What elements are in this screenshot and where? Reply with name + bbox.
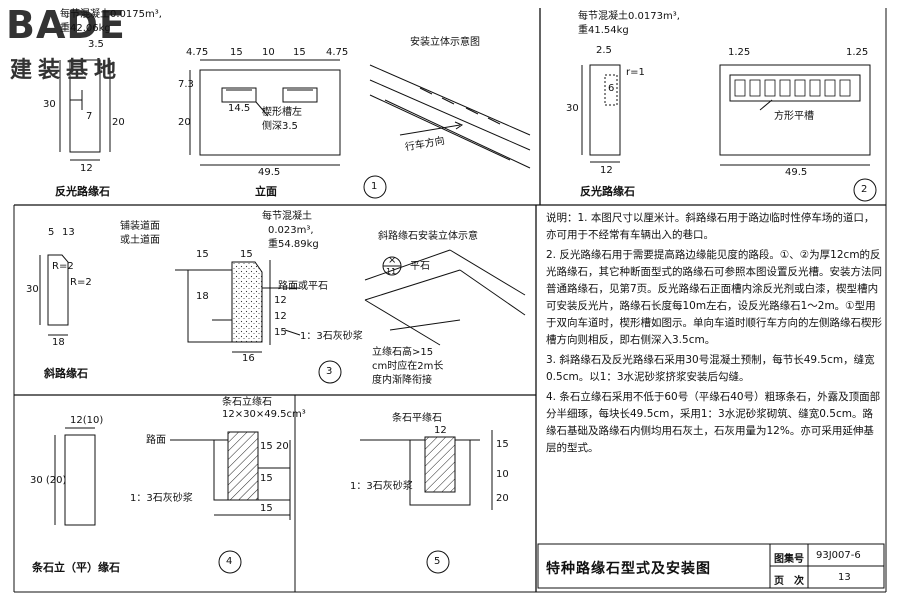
p3-dim-15c: 15 [274, 327, 287, 338]
note-item: 3. 斜路缘石及反光路缘石采用30号混凝土预制，每节长49.5cm，缝宽0.5c… [546, 354, 875, 383]
p3-weight: 重54.89kg [268, 239, 319, 250]
p3-road: 路面或平石 [278, 281, 328, 292]
p2-groove: 方形平槽 [774, 111, 814, 122]
p3-r2b: R=2 [70, 277, 92, 288]
p5-dim-20: 20 [496, 493, 509, 504]
p1-weight: 重42.06kg [60, 23, 111, 34]
p3-dim-12: 12 [274, 295, 287, 306]
p3-label: 斜路缘石 [44, 367, 88, 380]
p1-dim-15b: 15 [293, 47, 306, 58]
title-block: 特种路缘石型式及安装图 图集号 93J007-6 页 次 13 [538, 544, 884, 588]
p2-dim-1.25b: 1.25 [846, 47, 869, 58]
p3-paving2: 或土道面 [120, 235, 160, 246]
p5-stone: 条石平缘石 [392, 413, 442, 424]
p2-concrete-note: 每节混凝土0.0173m³, [578, 11, 680, 22]
p5-number: 5 [434, 556, 441, 567]
p1-label-left: 反光路缘石 [55, 185, 110, 198]
p1-number: 1 [371, 181, 378, 192]
p1-dim-14.5: 14.5 [228, 103, 251, 114]
p3-dim-16: 16 [242, 353, 255, 364]
p1-dim-30: 30 [43, 99, 56, 110]
p3-r2a: R=2 [52, 261, 74, 272]
p3-iso-title: 斜路缘石安装立体示意 [378, 231, 478, 242]
note-item: 4. 条石立缘石采用不低于60号（平缘石40号）粗琢条石，外露及顶面部分半细琢，… [546, 391, 881, 454]
p4-road: 路面 [146, 435, 166, 446]
p5-dim-12: 12 [434, 425, 447, 436]
p3-volume: 0.023m³, [268, 225, 314, 236]
p3-dim-5: 5 [48, 227, 55, 238]
p4-dim-15c: 15 [260, 503, 273, 514]
p3-dim-15b: 15 [240, 249, 253, 260]
p1-dim-12: 12 [80, 163, 93, 174]
p3-dim-12b: 12 [274, 311, 287, 322]
atlas-label: 图集号 [774, 554, 804, 565]
p2-r1: r=1 [626, 67, 645, 78]
p1-dim-20: 20 [178, 117, 191, 128]
p2-dim-2.5: 2.5 [596, 45, 612, 56]
p4-dim-20: 20 [276, 441, 289, 452]
p2-dim-1.25a: 1.25 [728, 47, 751, 58]
page-value: 13 [838, 572, 851, 583]
p3-concrete-note: 每节混凝土 [262, 211, 312, 222]
notes-head: 说明： [546, 212, 578, 224]
p4-dim-12: 12(10) [70, 415, 104, 426]
note-item: 1. 本图尺寸以厘米计。斜路缘石用于路边临时性停车场的道口，亦可用于不经常有车辆… [546, 212, 875, 241]
logo-mark: BADE [6, 3, 126, 47]
p3-dim-30: 30 [26, 284, 39, 295]
p2-dim-6: 6 [608, 83, 615, 94]
p4-mortar: 1：3石灰砂浆 [130, 493, 193, 504]
p3-height-note2: cm时应在2m长 [372, 361, 444, 372]
p1-dim-4.75a: 4.75 [186, 47, 209, 58]
p2-dim-30: 30 [566, 103, 579, 114]
p1-groove-note: 楔形槽左 [262, 107, 302, 118]
p1-iso-title: 安装立体示意图 [410, 37, 480, 48]
p2-number: 2 [861, 184, 868, 195]
p1-dim-15a: 15 [230, 47, 243, 58]
p5-mortar: 1：3石灰砂浆 [350, 481, 413, 492]
p1-dim-3.5: 3.5 [88, 39, 104, 50]
p5-dim-15: 15 [496, 439, 509, 450]
p4-size: 12×30×49.5cm³ [222, 409, 306, 420]
note-item: 2. 反光路缘石用于需要提高路边缘能见度的路段。①、②为厚12cm的反光路缘石，… [546, 249, 882, 346]
design-notes: 说明：1. 本图尺寸以厘米计。斜路缘石用于路边临时性停车场的道口，亦可用于不经常… [546, 210, 882, 460]
p1-dim-7.3: 7.3 [178, 79, 194, 90]
p4-dim-30: 30 (20) [30, 475, 67, 486]
p1-label-front: 立面 [255, 185, 277, 198]
p3-height-note3: 度内渐降衔接 [372, 375, 432, 386]
p4-stone: 条石立缘石 [222, 397, 272, 408]
p4-label: 条石立（平）缘石 [32, 561, 120, 574]
p3-circle-ref-bot: 11 [386, 267, 397, 276]
p3-mortar: 1：3石灰砂浆 [300, 331, 363, 342]
p1-dim-20b: 20 [112, 117, 125, 128]
p2-dim-49.5: 49.5 [785, 167, 808, 178]
p1-dim-7: 7 [86, 111, 93, 122]
p4-dim-15b: 15 [260, 473, 273, 484]
p4-dim-15a: 15 [260, 441, 273, 452]
p1-dim-49.5: 49.5 [258, 167, 281, 178]
page-label: 页 次 [774, 576, 804, 587]
p2-label-left: 反光路缘石 [580, 185, 635, 198]
p4-number: 4 [226, 556, 233, 567]
p3-circle-ref-top: × [388, 255, 397, 266]
p3-dim-18b: 18 [196, 291, 209, 302]
p3-height-note: 立缘石高>15 [372, 347, 434, 358]
logo-subtitle: 建装基地 [10, 58, 123, 83]
p3-flat-stone: 平石 [410, 261, 430, 272]
atlas-value: 93J007-6 [816, 550, 861, 561]
p5-dim-10: 10 [496, 469, 509, 480]
p3-dim-13: 13 [62, 227, 75, 238]
p3-paving: 铺装道面 [120, 221, 160, 232]
p1-dim-10: 10 [262, 47, 275, 58]
drawing-title: 特种路缘石型式及安装图 [546, 561, 711, 577]
p3-dim-18: 18 [52, 337, 65, 348]
p1-dim-4.75b: 4.75 [326, 47, 349, 58]
p3-dim-15a: 15 [196, 249, 209, 260]
p3-number: 3 [326, 366, 333, 377]
p2-dim-12: 12 [600, 165, 613, 176]
p2-weight: 重41.54kg [578, 25, 629, 36]
p1-concrete-note: 每节混凝土0.0175m³, [60, 9, 162, 20]
p1-groove-note2: 侧深3.5 [262, 121, 298, 132]
